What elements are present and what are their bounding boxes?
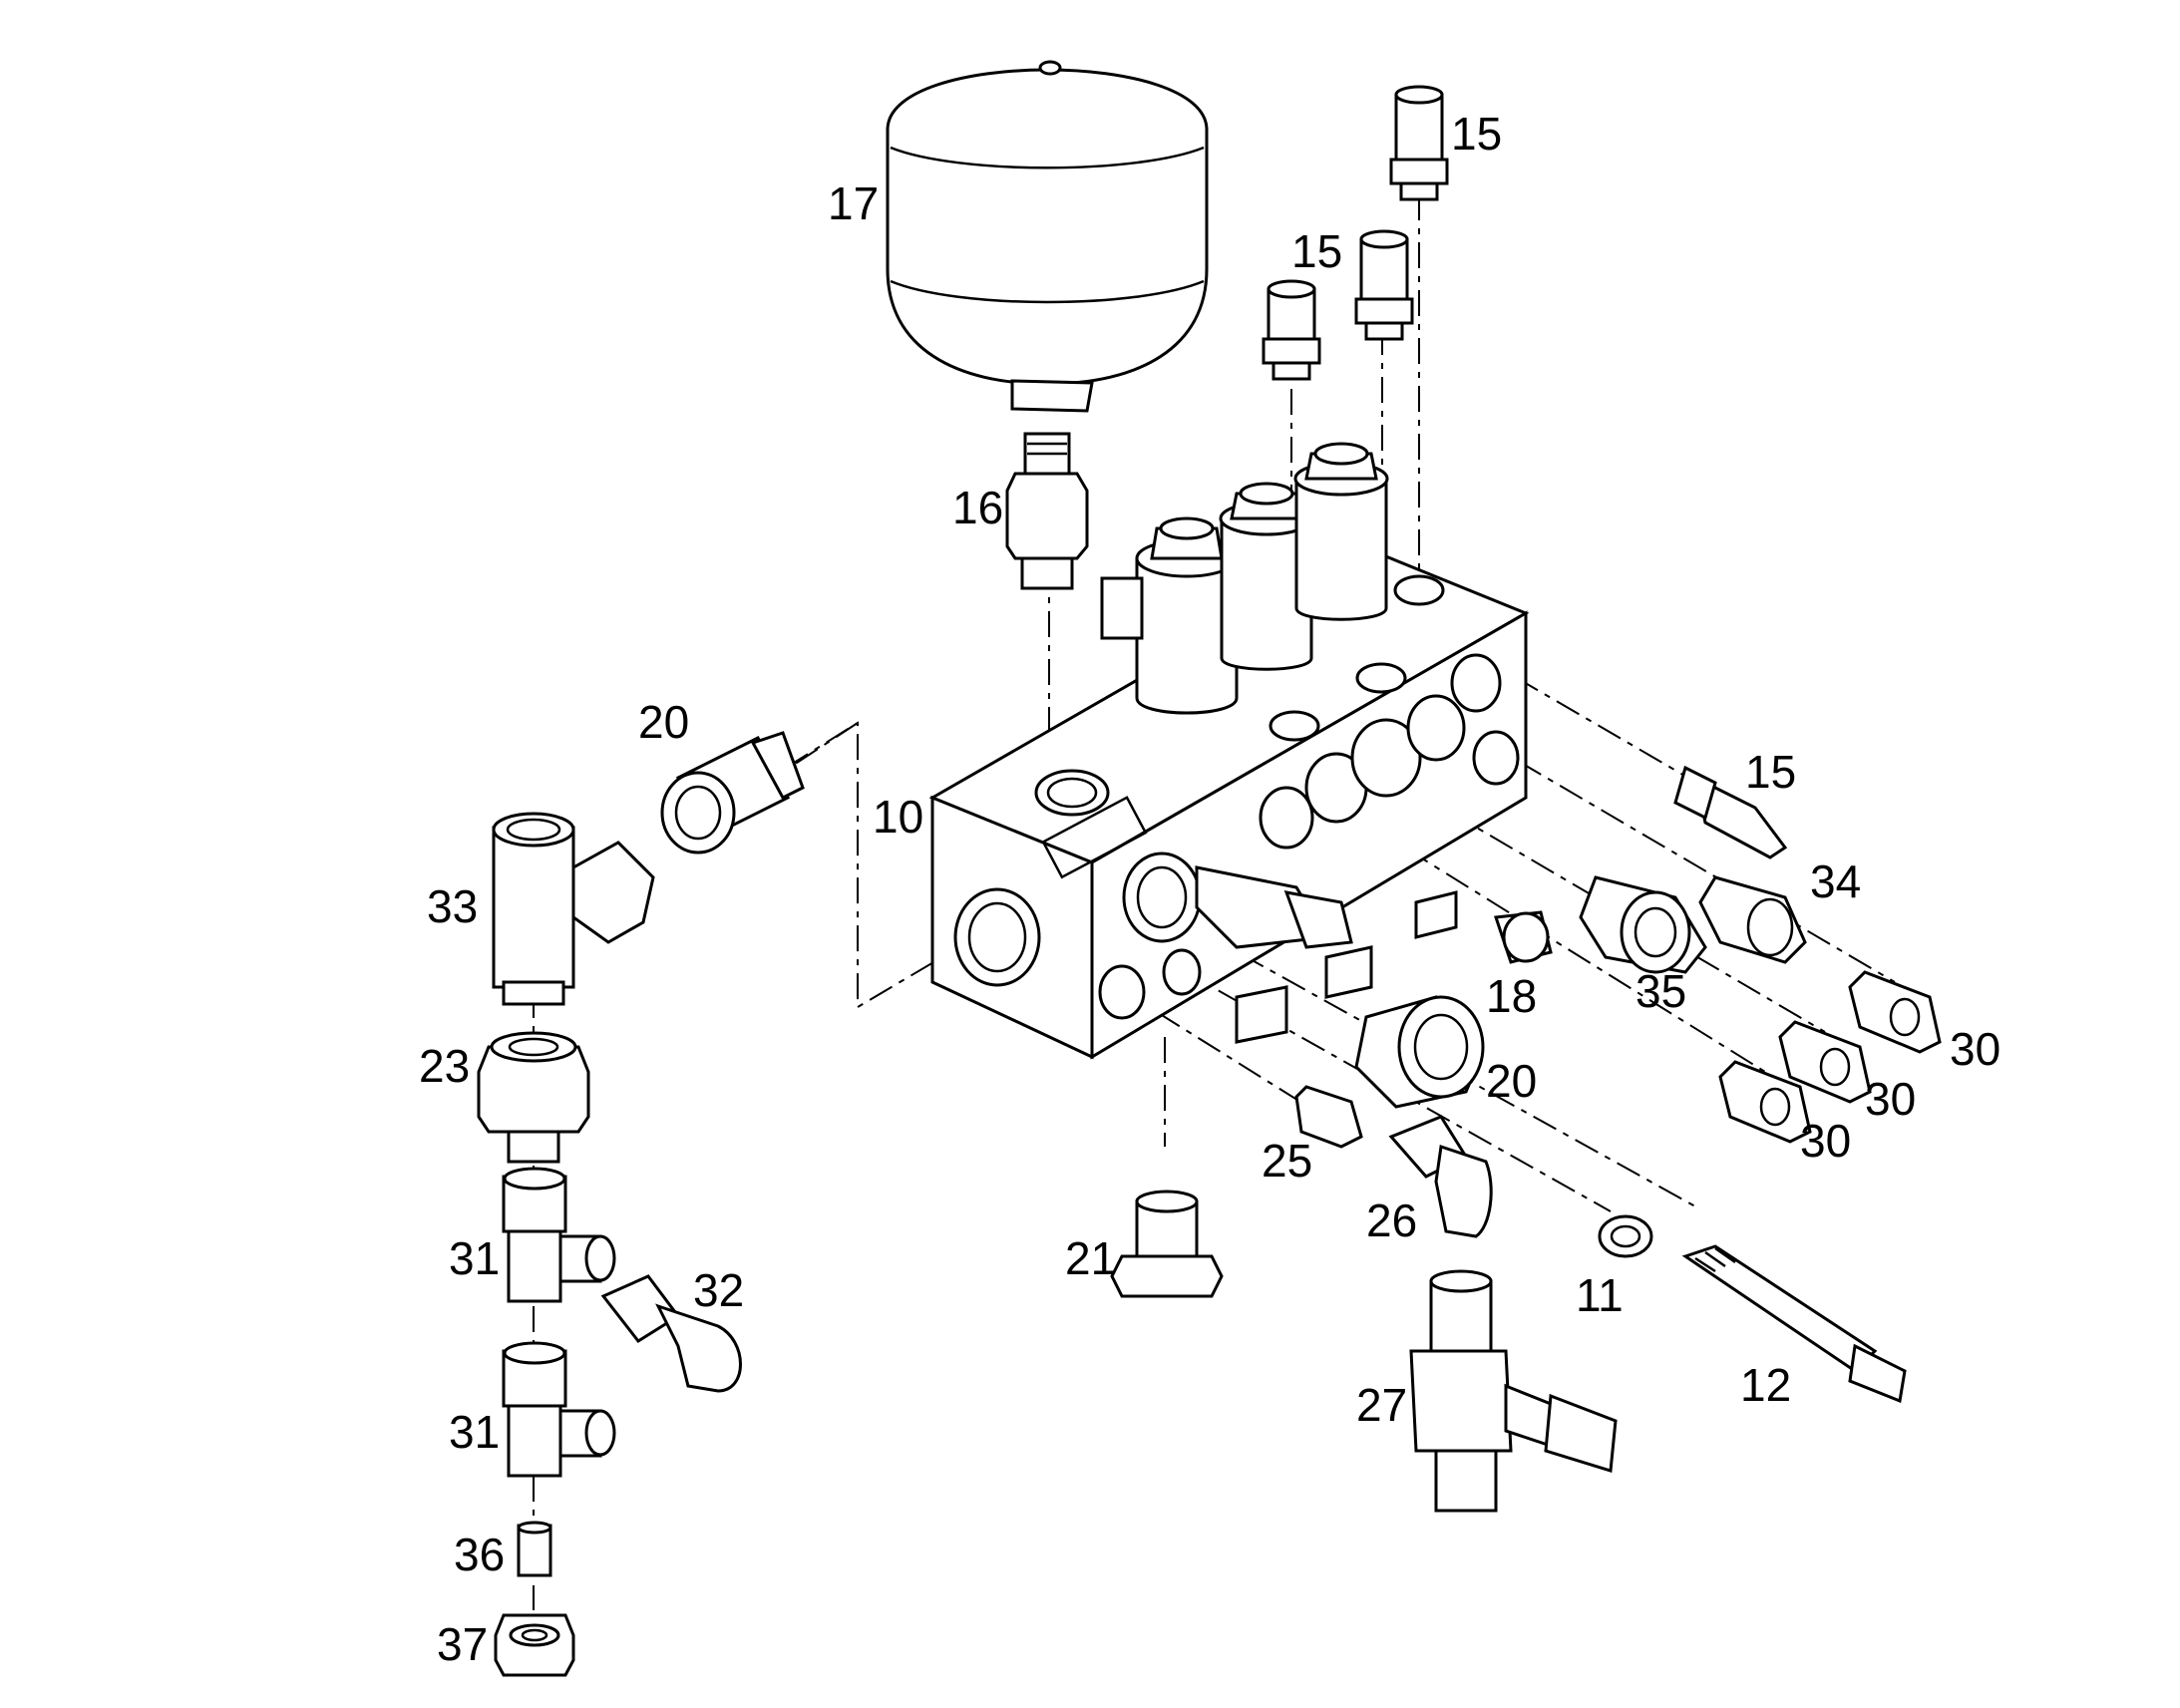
callout-27: 27 [1356,1379,1407,1431]
callout-20-upper: 20 [638,696,689,748]
callout-31-lower: 31 [449,1406,500,1458]
callout-25: 25 [1262,1135,1312,1187]
fitting-30-a [1848,970,1942,1054]
fitting-35 [1579,875,1707,974]
callout-15-right: 15 [1745,746,1796,798]
elbow-32 [600,1274,742,1393]
fitting-25 [1294,1085,1363,1149]
bolt-12 [1681,1244,1907,1404]
insert-36 [517,1521,552,1577]
callout-35: 35 [1635,965,1686,1017]
accumulator-17 [886,60,1209,413]
callout-15-top: 15 [1451,108,1502,160]
plug-15-left [1262,279,1321,381]
plug-15-top [1389,85,1449,201]
callout-18: 18 [1486,970,1537,1022]
callout-30-c: 30 [1800,1115,1851,1167]
plug-15-right [1673,765,1788,859]
callout-labels: 15 17 15 16 20 10 15 34 33 18 35 30 23 2… [419,108,2000,1670]
plug-21 [1110,1190,1224,1298]
nut-37 [494,1613,575,1677]
washer-11 [1598,1214,1653,1258]
callout-12: 12 [1740,1359,1791,1411]
callout-16: 16 [952,482,1003,533]
plug-15-middle [1354,229,1414,341]
fitting-20-lower [1354,995,1485,1109]
callout-26: 26 [1366,1195,1417,1246]
sensor-fitting-16 [1005,432,1089,590]
callout-30-b: 30 [1865,1073,1916,1125]
callout-21: 21 [1065,1232,1116,1284]
fitting-30-c [1718,1060,1812,1144]
fitting-30-b [1778,1020,1872,1104]
callout-17: 17 [828,177,879,229]
callout-15-middle: 15 [1291,225,1342,277]
elbow-26 [1388,1115,1493,1238]
callout-36: 36 [454,1529,505,1580]
callout-37: 37 [437,1618,488,1670]
callout-10: 10 [873,791,923,843]
callout-23: 23 [419,1040,470,1092]
callout-34: 34 [1810,855,1861,907]
solenoid-valves [1100,442,1389,715]
tee-fitting-33 [492,812,655,1006]
fitting-34 [1698,875,1807,964]
flow-control-27 [1409,1269,1618,1513]
callout-20-lower: 20 [1486,1055,1537,1107]
tee-fitting-31-lower [502,1341,616,1478]
tee-fitting-31-upper [502,1167,616,1303]
nut-23 [477,1031,590,1164]
callout-31-upper: 31 [449,1232,500,1284]
callout-11: 11 [1576,1269,1624,1321]
callout-32: 32 [693,1264,744,1316]
plug-18 [1493,910,1553,964]
fitting-20-upper [660,731,805,854]
callout-30-a: 30 [1950,1023,2000,1075]
callout-33: 33 [427,880,478,932]
